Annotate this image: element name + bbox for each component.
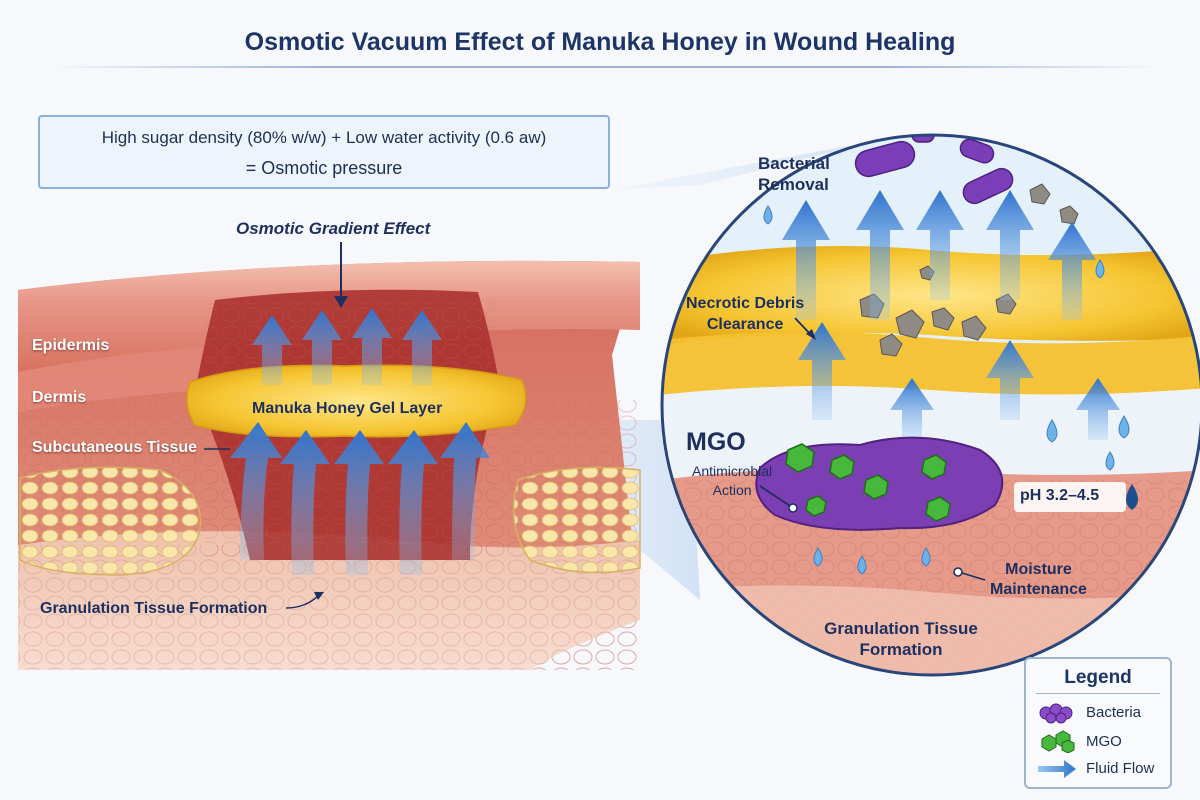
granulation-label-left: Granulation Tissue Formation — [40, 600, 268, 617]
antimicrobial-label: Antimicrobial Action — [692, 462, 772, 500]
bacterial-removal-line-1: Bacterial — [758, 154, 830, 173]
legend-bacteria-label: Bacteria — [1086, 704, 1142, 721]
legend-divider — [1036, 693, 1160, 694]
moisture-line-1: Moisture — [1005, 561, 1072, 578]
tissue-cross-section — [18, 242, 641, 670]
bacteria-icon — [1039, 703, 1073, 724]
moisture-line-2: Maintenance — [990, 581, 1087, 598]
fluid-flow-icon — [1038, 760, 1076, 778]
dermis-label: Dermis — [32, 389, 87, 406]
mgo-icon — [1041, 730, 1075, 753]
epidermis-label: Epidermis — [32, 337, 110, 354]
antimicrobial-line-2: Action — [712, 482, 752, 498]
legend-title: Legend — [1064, 667, 1132, 688]
page-title: Osmotic Vacuum Effect of Manuka Honey in… — [244, 28, 956, 56]
bacterial-removal-line-2: Removal — [758, 175, 829, 194]
bacterial-removal-label: Bacterial Removal — [758, 153, 830, 195]
honey-layer-label: Manuka Honey Gel Layer — [252, 400, 443, 417]
granulation-right-line-2: Formation — [859, 640, 943, 659]
moisture-label: Moisture Maintenance — [990, 560, 1087, 600]
necrotic-clearance-label: Necrotic Debris Clearance — [686, 293, 804, 335]
osmotic-fluid-arrows — [230, 308, 490, 575]
formula-box: High sugar density (80% w/w) + Low water… — [38, 115, 610, 189]
ph-label: pH 3.2–4.5 — [1020, 487, 1100, 504]
gradient-effect-label: Osmotic Gradient Effect — [236, 219, 431, 238]
legend-mgo-label: MGO — [1086, 733, 1122, 750]
necrotic-line-2: Clearance — [706, 316, 784, 333]
title-divider — [50, 66, 1160, 68]
fluid-flow-arrows — [782, 190, 1120, 440]
granulation-right-line-1: Granulation Tissue — [824, 619, 978, 638]
antimicrobial-line-1: Antimicrobial — [692, 463, 773, 479]
magnified-view — [660, 133, 1200, 677]
zoom-beam-top — [610, 140, 880, 190]
subcutaneous-label: Subcutaneous Tissue — [32, 439, 198, 456]
legend: Legend Bacteria MGO Fluid Flow — [1024, 657, 1172, 789]
mgo-label: MGO — [686, 428, 746, 456]
necrotic-line-1: Necrotic Debris — [686, 295, 805, 312]
formula-line-2: = Osmotic pressure — [245, 158, 403, 178]
granulation-label-right: Granulation Tissue Formation — [816, 618, 986, 660]
legend-fluid-flow-label: Fluid Flow — [1086, 760, 1155, 777]
formula-line-1: High sugar density (80% w/w) + Low water… — [101, 128, 547, 147]
